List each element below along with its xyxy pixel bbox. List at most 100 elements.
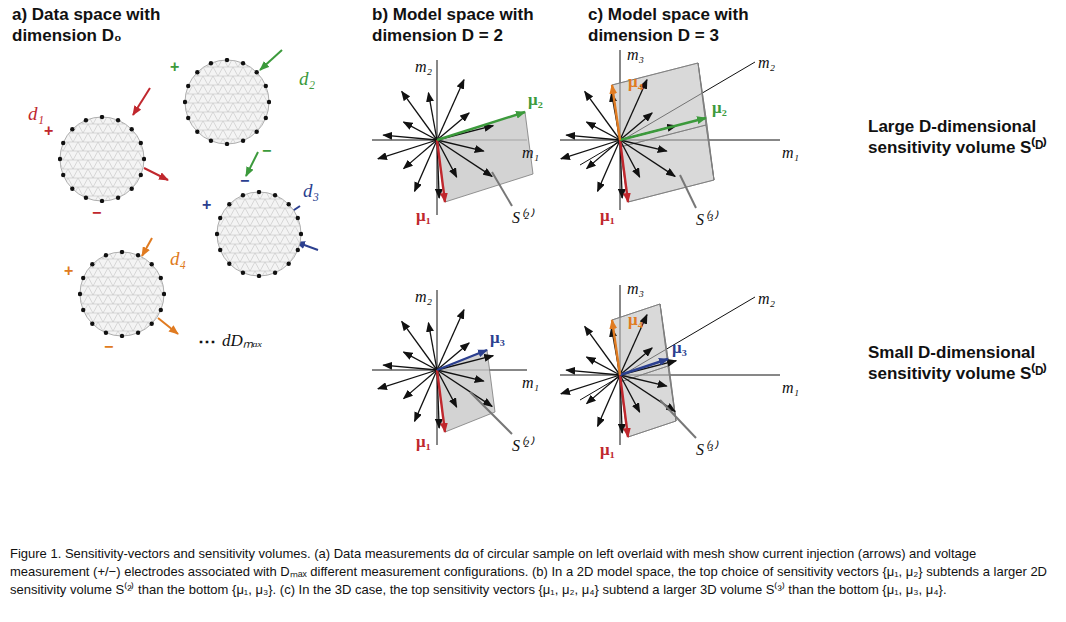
electrode-dot [104,253,108,257]
vector-arrow [587,375,620,404]
electrode-dot [267,100,271,104]
vector-arrow [437,140,492,176]
electrode-dot [264,84,268,88]
axis-label: m₂ [758,290,775,308]
sample-circle: d₃ [215,190,303,278]
vector-arrow [620,118,706,140]
vector-arrow [378,140,437,159]
electrode-sign: + [202,196,211,214]
volume-label: S⁽³⁾ [696,438,717,460]
electrode-sign: − [240,172,249,190]
mesh-texture [60,117,144,201]
electrode-dot [139,173,143,177]
electrode-dot [81,276,85,280]
vector-arrow [566,370,620,375]
vector-label: μ₁ [416,432,431,452]
electrode-dot [136,331,140,335]
electrode-dot [273,271,277,275]
electrode-dot [209,139,213,143]
electrode-dot [149,262,153,266]
vector-arrow [620,375,667,386]
vector-arrow [428,323,437,370]
electrode-dot [142,157,146,161]
vector-label: μ₁ [600,440,615,460]
vector-label: μ₂ [712,98,727,118]
electrode-dot [218,216,222,220]
vector-arrow [612,85,620,140]
leader-line [680,175,696,208]
vector-arrow [437,112,525,140]
vector-arrow [415,140,437,191]
leader-line [660,400,696,438]
panel-heading: c) Model space with dimension D = 3 [588,4,793,47]
electrode-dot [120,334,124,338]
measurement-label: d₄ [170,248,186,270]
vector-arrow [402,321,437,370]
vector-arrow [437,343,469,370]
vector-arrow [158,318,178,334]
electrode-dot [100,115,104,119]
sample-circle: d₁ [58,115,146,203]
electrode-dot [186,116,190,120]
electrode-dot [104,331,108,335]
sample-disk [185,60,269,144]
electrode-dot [149,321,153,325]
electrode-dot [139,141,143,145]
sample-disk [80,252,164,336]
leader-line [470,392,512,434]
electrode-dot [183,100,187,104]
mesh-texture [217,192,301,276]
electrode-dot [136,253,140,257]
electrode-dot [254,129,258,133]
mesh-texture [185,60,269,144]
axis-label: m₂ [415,58,432,76]
measurement-label: d₃ [303,180,319,202]
electrode-sign: − [92,204,101,222]
electrode-dot [120,250,124,254]
measurement-label: dDₘₐₓ [222,328,263,351]
electrode-dot [227,202,231,206]
sensitivity-volume [612,63,706,147]
vector-arrow [612,320,620,375]
sample-mesh [78,250,166,338]
electrode-dot [129,127,133,131]
vector-arrow [561,140,620,159]
measurement-label: d₂ [299,68,315,90]
electrode-dot [100,199,104,203]
electrode-dot [84,118,88,122]
vector-label: μ₄ [628,72,643,92]
vector-arrow [620,375,628,437]
electrode-dot [241,193,245,197]
electrode-dot [299,232,303,236]
sample-circle: d₂ [183,58,271,146]
vector-arrow [144,168,168,180]
electrode-dot [286,202,290,206]
electrode-sign: + [170,58,179,76]
electrode-dot [61,173,65,177]
electrode-dot [78,292,82,296]
vector-arrow [404,370,437,399]
vector-arrow [437,370,445,432]
electrode-dot [241,61,245,65]
vector-arrow [598,140,620,191]
electrode-dot [81,308,85,312]
axis-label: m₁ [522,144,539,162]
vector-arrow [378,370,437,389]
panel-heading: a) Data space with dimension D₀ [12,4,217,47]
vector-arrow [598,375,620,426]
vector-arrow [561,375,620,394]
vector-arrow [437,370,492,406]
vector-arrow [383,135,437,140]
vector-arrow [620,348,652,375]
sensitivity-volume [620,366,676,437]
electrode-dot [215,232,219,236]
electrode-dot [195,70,199,74]
sample-mesh [183,58,271,146]
vector-arrow [437,140,445,202]
vector-arrow [620,140,667,151]
vector-arrow [415,370,437,421]
vector-arrow [437,140,484,151]
volume-label: S⁽²⁾ [512,206,533,228]
measurement-label: d₁ [28,103,44,125]
vector-arrow [383,365,437,370]
